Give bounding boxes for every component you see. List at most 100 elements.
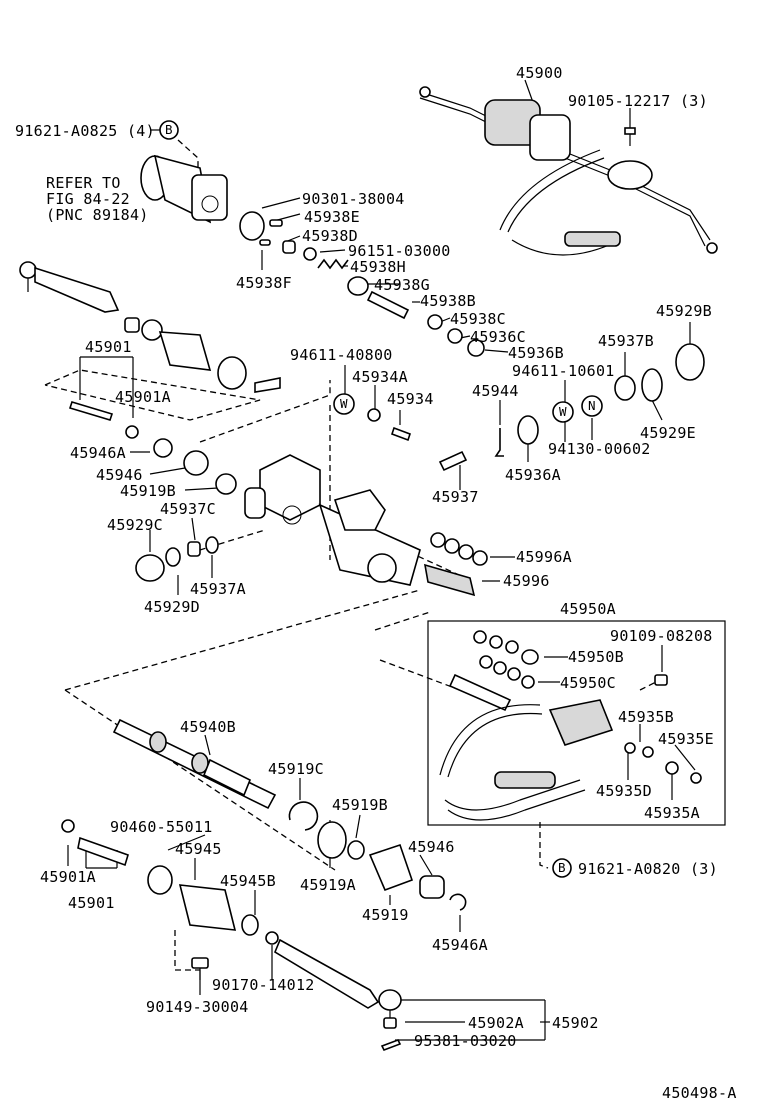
label-90460: 90460-55011 (110, 818, 213, 836)
bushing-45946-bottom (419, 875, 445, 899)
label-45946A-top: 45946A (70, 444, 126, 462)
seal-45937B (614, 375, 636, 401)
label-45935B: 45935B (618, 708, 674, 726)
label-45945: 45945 (175, 840, 222, 858)
label-45996: 45996 (503, 572, 550, 590)
valve-45937 (438, 450, 468, 472)
label-45940B: 45940B (180, 718, 236, 736)
pin-45938F (259, 239, 271, 246)
label-45950A: 45950A (560, 600, 616, 618)
label-94611-10601: 94611-10601 (512, 362, 615, 380)
w-symbol-1: W (340, 396, 348, 411)
spool-45938B (366, 290, 410, 320)
seal-45937C (187, 541, 201, 557)
cap-45929C (135, 554, 165, 582)
label-45950C: 45950C (560, 674, 616, 692)
nut-45934A (367, 408, 381, 422)
b-symbol-top: B (165, 122, 173, 137)
seal-45936B (467, 339, 485, 357)
label-45938B: 45938B (420, 292, 476, 310)
ring-45929D (165, 547, 181, 567)
label-45935E: 45935E (658, 730, 714, 748)
label-45946-bottom: 45946 (408, 838, 455, 856)
label-45937: 45937 (432, 488, 479, 506)
gasket-w-symbol-2 (552, 401, 574, 423)
label-45936A: 45936A (505, 466, 561, 484)
label-45929D: 45929D (144, 598, 200, 616)
label-45919C: 45919C (268, 760, 324, 778)
label-refer-line1: REFER TO (46, 174, 121, 192)
label-45929E: 45929E (640, 424, 696, 442)
label-91621-A0825: 91621-A0825 (4) (15, 122, 155, 140)
gear-housing-center (244, 454, 421, 586)
snap-ring-45946A-bottom (449, 893, 467, 911)
tie-rod-inner-top (68, 401, 139, 439)
label-45935A: 45935A (644, 804, 700, 822)
part-labels: 91621-A0825 (4) REFER TO FIG 84-22 (PNC … (15, 64, 737, 1102)
valve-housing (140, 154, 228, 224)
label-45919: 45919 (362, 906, 409, 924)
bushing-45946-top (183, 450, 209, 476)
seal-45946A-top (153, 438, 173, 458)
gear-assembly-45900 (419, 86, 718, 256)
ring-45929E (641, 368, 663, 402)
fitting-45944 (494, 428, 504, 457)
o-ring-90301 (239, 211, 265, 241)
diagram-id: 450498-A (662, 1084, 737, 1102)
label-96151: 96151-03000 (348, 242, 451, 260)
spacer-45938D (282, 240, 296, 254)
ring-96151 (303, 247, 317, 261)
ring-45937A (205, 536, 219, 554)
label-45944: 45944 (472, 382, 519, 400)
bushing-45919 (368, 843, 414, 892)
w-symbol-2: W (559, 404, 567, 419)
boot-top (124, 317, 281, 393)
label-45901A-top: 45901A (115, 388, 171, 406)
label-45938D: 45938D (302, 227, 358, 245)
label-45938F: 45938F (236, 274, 292, 292)
label-45937B: 45937B (598, 332, 654, 350)
tie-rod-end-45902 (273, 938, 402, 1052)
label-45902: 45902 (552, 1014, 599, 1032)
label-90301: 90301-38004 (302, 190, 405, 208)
cap-45929B (675, 343, 705, 381)
tie-rod-end-left (19, 261, 120, 313)
n-symbol: N (588, 398, 596, 413)
label-90109: 90109-08208 (610, 627, 713, 645)
label-45938H: 45938H (350, 258, 406, 276)
ring-45936C (447, 328, 463, 344)
clip-45934 (390, 426, 412, 442)
label-94611-40800: 94611-40800 (290, 346, 393, 364)
tie-rod-inner-bottom (61, 819, 129, 867)
valve-45996 (423, 563, 476, 597)
label-45946-top: 45946 (96, 466, 143, 484)
label-45901-bottom: 45901 (68, 894, 115, 912)
label-94130: 94130-00602 (548, 440, 651, 458)
b-symbol-bottom: B (558, 860, 566, 875)
rack-45940B (112, 718, 277, 810)
bolt-90149 (191, 957, 209, 980)
label-90105: 90105-12217 (3) (568, 92, 708, 110)
label-45919B-bottom: 45919B (332, 796, 388, 814)
gasket-n-symbol (581, 395, 603, 417)
spring-45938H (317, 258, 349, 270)
plug-45938G (347, 276, 369, 296)
label-refer-line2: FIG 84-22 (46, 190, 130, 208)
label-45938G: 45938G (374, 276, 430, 294)
seal-rings-45996A (430, 532, 488, 566)
label-45950B: 45950B (568, 648, 624, 666)
seal-45919B-top (215, 473, 237, 495)
label-45900: 45900 (516, 64, 563, 82)
label-90149: 90149-30004 (146, 998, 249, 1016)
boot-45945 (147, 865, 279, 945)
label-45936B: 45936B (508, 344, 564, 362)
label-90170: 90170-14012 (212, 976, 315, 994)
sub-assembly-box-45950A (427, 620, 726, 826)
gasket-w-symbol-1 (333, 393, 355, 415)
label-91621-A0820: 91621-A0820 (3) (578, 860, 718, 878)
label-45929B: 45929B (656, 302, 712, 320)
label-45935D: 45935D (596, 782, 652, 800)
label-45936C: 45936C (470, 328, 526, 346)
label-45901A-bottom: 45901A (40, 868, 96, 886)
